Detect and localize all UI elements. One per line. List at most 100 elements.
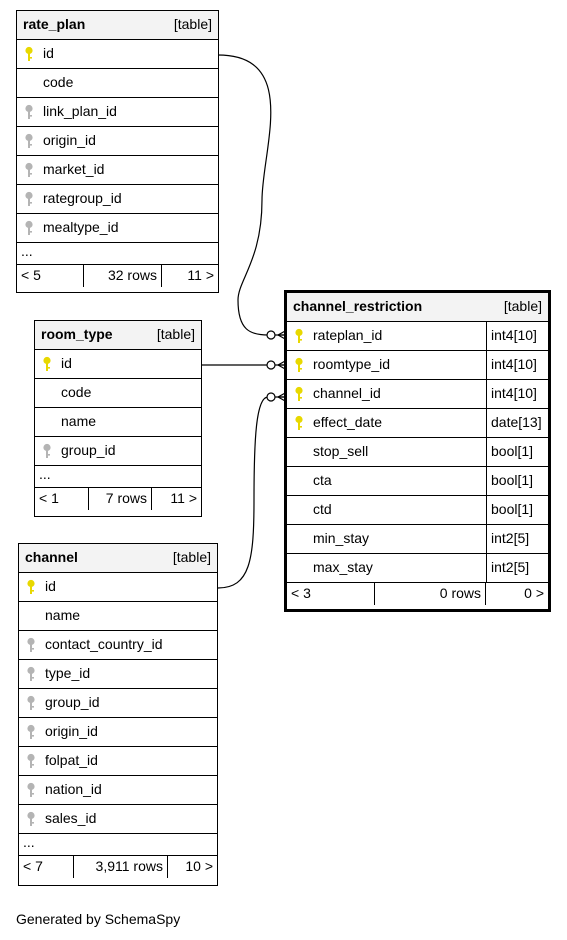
- foreign-key-icon: [25, 637, 37, 653]
- column-name: code: [61, 384, 92, 400]
- foreign-key-icon: [25, 753, 37, 769]
- column-type: int4[10]: [486, 322, 548, 350]
- column-name: rateplan_id: [313, 327, 383, 343]
- column-row[interactable]: folpat_id: [19, 747, 217, 776]
- row-count: 0 rows: [375, 583, 486, 605]
- children-link[interactable]: 10 >: [185, 858, 213, 874]
- table-name: channel: [25, 549, 78, 565]
- parents-link[interactable]: < 3: [287, 583, 375, 605]
- column-row[interactable]: code: [35, 379, 201, 408]
- table-kind: [table]: [156, 326, 195, 342]
- parents-link[interactable]: < 5: [17, 265, 84, 287]
- column-row[interactable]: mealtype_id: [17, 214, 218, 243]
- more-columns: ...: [35, 466, 201, 488]
- table-name: room_type: [41, 326, 113, 342]
- foreign-key-icon: [25, 811, 37, 827]
- table-name: rate_plan: [23, 16, 86, 32]
- column-name: stop_sell: [313, 443, 369, 459]
- column-name: code: [43, 74, 74, 90]
- column-name: contact_country_id: [45, 636, 163, 652]
- primary-key-icon: [23, 46, 35, 62]
- column-type: int2[5]: [486, 554, 548, 582]
- column-name: mealtype_id: [43, 219, 119, 235]
- column-name: id: [43, 45, 54, 61]
- column-row[interactable]: id: [19, 573, 217, 602]
- column-row[interactable]: origin_id: [17, 127, 218, 156]
- row-count: 32 rows: [84, 265, 162, 287]
- column-name: nation_id: [45, 781, 102, 797]
- generated-by-label: Generated by SchemaSpy: [16, 911, 181, 927]
- column-row[interactable]: rategroup_id: [17, 185, 218, 214]
- foreign-key-icon: [25, 724, 37, 740]
- foreign-key-icon: [25, 782, 37, 798]
- column-row[interactable]: sales_id: [19, 805, 217, 834]
- parents-link[interactable]: < 7: [19, 856, 74, 878]
- column-row[interactable]: market_id: [17, 156, 218, 185]
- foreign-key-icon: [23, 191, 35, 207]
- table-header: channel [table]: [19, 544, 217, 573]
- primary-key-icon: [25, 579, 37, 595]
- column-row[interactable]: origin_id: [19, 718, 217, 747]
- column-type: int4[10]: [486, 380, 548, 408]
- foreign-key-icon: [23, 133, 35, 149]
- children-link[interactable]: 0 >: [524, 585, 544, 601]
- table-footer: < 3 0 rows 0 >: [287, 583, 548, 605]
- column-name: origin_id: [43, 132, 96, 148]
- column-row[interactable]: id: [17, 40, 218, 69]
- column-name: link_plan_id: [43, 103, 117, 119]
- column-type: bool[1]: [486, 496, 548, 524]
- column-name: roomtype_id: [313, 356, 391, 372]
- column-name: name: [61, 413, 97, 429]
- foreign-key-icon: [23, 220, 35, 236]
- children-link[interactable]: 11 >: [187, 267, 214, 283]
- column-type: int4[10]: [486, 351, 548, 379]
- table-room-type[interactable]: room_type [table] id code name group_id ...…: [34, 320, 202, 517]
- table-header: room_type [table]: [35, 321, 201, 350]
- column-row[interactable]: name: [35, 408, 201, 437]
- column-name: effect_date: [313, 414, 383, 430]
- column-list: id code name group_id: [35, 350, 201, 466]
- foreign-key-icon: [41, 443, 53, 459]
- column-type: bool[1]: [486, 467, 548, 495]
- table-channel[interactable]: channel [table] id name contact_country_id…: [18, 543, 218, 886]
- column-row[interactable]: roomtype_id int4[10]: [287, 351, 548, 380]
- foreign-key-icon: [25, 666, 37, 682]
- foreign-key-icon: [23, 162, 35, 178]
- relationship-rate-plan-to-channel-restriction: [217, 54, 287, 336]
- more-columns: ...: [19, 834, 217, 856]
- column-row[interactable]: id: [35, 350, 201, 379]
- table-kind: [table]: [172, 549, 211, 565]
- table-footer: < 5 32 rows 11 >: [17, 265, 218, 287]
- table-name: channel_restriction: [293, 298, 423, 314]
- column-row[interactable]: code: [17, 69, 218, 98]
- column-row[interactable]: nation_id: [19, 776, 217, 805]
- table-header: channel_restriction [table]: [287, 293, 548, 322]
- column-row[interactable]: link_plan_id: [17, 98, 218, 127]
- primary-key-icon: [293, 415, 305, 431]
- column-type: int2[5]: [486, 525, 548, 553]
- column-name: id: [45, 578, 56, 594]
- parents-link[interactable]: < 1: [35, 488, 89, 510]
- children-link[interactable]: 11 >: [170, 490, 197, 506]
- column-row[interactable]: contact_country_id: [19, 631, 217, 660]
- column-row[interactable]: name: [19, 602, 217, 631]
- column-row[interactable]: type_id: [19, 660, 217, 689]
- column-row[interactable]: group_id: [19, 689, 217, 718]
- column-row[interactable]: rateplan_id int4[10]: [287, 322, 548, 351]
- column-name: folpat_id: [45, 752, 98, 768]
- table-footer: < 7 3,911 rows 10 >: [19, 856, 217, 878]
- column-row[interactable]: group_id: [35, 437, 201, 466]
- column-name: sales_id: [45, 810, 97, 826]
